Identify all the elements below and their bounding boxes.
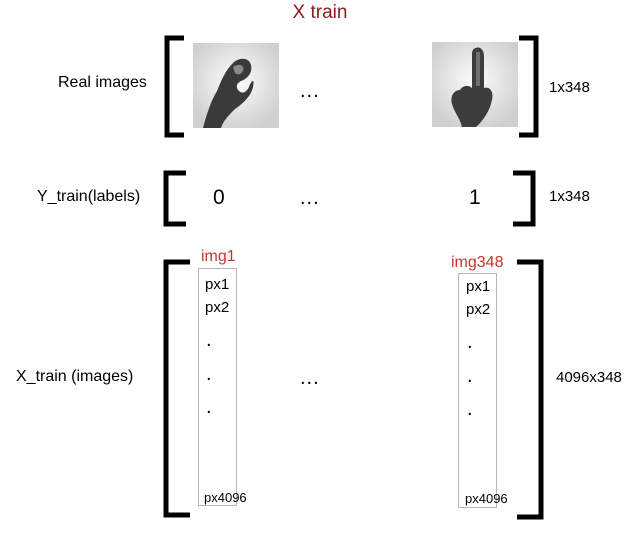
- hand-sign-one-image: [432, 42, 518, 128]
- real-images-label: Real images: [58, 74, 147, 91]
- column-first-vector: [198, 268, 237, 506]
- column-first-px1: px1: [205, 276, 230, 293]
- images-right-bracket: [517, 259, 544, 520]
- column-last-dot: .: [467, 365, 473, 387]
- real-images-ellipsis: ...: [300, 80, 320, 102]
- column-first-dot: .: [206, 396, 212, 418]
- column-last-px2: px2: [466, 301, 491, 318]
- images-dims: 4096x348: [556, 369, 622, 386]
- diagram-title: X train: [292, 2, 348, 23]
- labels-left-bracket: [163, 170, 186, 227]
- hand-sign-zero-image: [193, 43, 279, 128]
- images-ellipsis: ...: [300, 367, 320, 389]
- labels-dims: 1x348: [549, 188, 590, 205]
- column-last-px1: px1: [466, 278, 491, 295]
- real-images-left-bracket: [164, 35, 184, 138]
- column-last-last-pixel: px4096: [465, 491, 508, 506]
- column-first-dot: .: [206, 363, 212, 385]
- real-images-right-bracket: [519, 35, 539, 138]
- column-first-last-pixel: px4096: [204, 490, 247, 505]
- real-images-dims: 1x348: [549, 79, 590, 96]
- column-first-name: img1: [201, 248, 236, 265]
- column-first-px2: px2: [205, 299, 230, 316]
- labels-ellipsis: ...: [300, 187, 320, 209]
- label-first-value: 0: [213, 186, 225, 209]
- images-row-label: X_train (images): [16, 368, 134, 385]
- hand-sign-one-icon: [432, 42, 518, 128]
- column-first-dot: .: [206, 329, 212, 351]
- label-last-value: 1: [469, 186, 481, 209]
- column-last-vector: [458, 273, 497, 508]
- hand-sign-zero-icon: [193, 43, 279, 128]
- column-last-name: img348: [451, 254, 504, 271]
- images-left-bracket: [163, 259, 190, 518]
- column-last-dot: .: [467, 331, 473, 353]
- labels-row-label: Y_train(labels): [37, 188, 141, 205]
- labels-right-bracket: [513, 170, 536, 227]
- column-last-dot: .: [467, 398, 473, 420]
